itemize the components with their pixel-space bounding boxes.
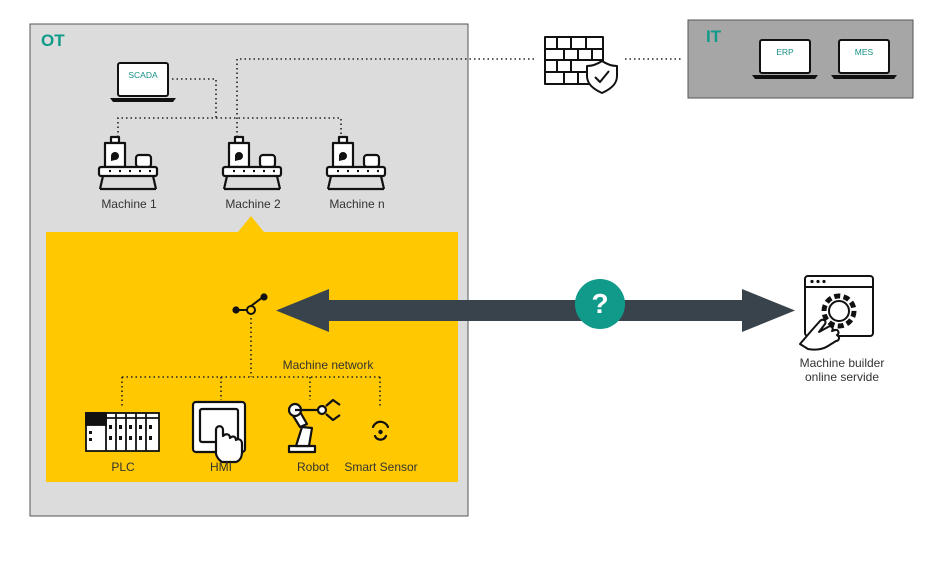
machine-2-icon	[221, 135, 283, 191]
machine-n-label: Machine n	[329, 197, 385, 211]
machine-2-label: Machine 2	[225, 197, 281, 211]
mes-label: MES	[854, 47, 874, 57]
scada-label: SCADA	[128, 70, 158, 80]
question-badge	[575, 279, 625, 329]
erp-label: ERP	[776, 47, 794, 57]
machine-1-label: Machine 1	[101, 197, 157, 211]
smart-sensor-label: Smart Sensor	[344, 460, 418, 474]
erp-laptop-icon	[752, 39, 818, 79]
machine-n-icon	[325, 135, 387, 191]
plc-icon	[85, 412, 160, 452]
pointing-hand-icon	[799, 318, 841, 351]
hmi-icon	[191, 400, 247, 464]
firewall-icon	[544, 36, 618, 94]
machine-1-icon	[97, 135, 159, 191]
service-window-icon	[799, 275, 874, 351]
robot-icon	[287, 398, 341, 454]
it-zone-title: IT	[706, 27, 722, 46]
machine-network-lines	[121, 318, 381, 408]
plc-label: PLC	[111, 460, 135, 474]
question-mark: ?	[591, 288, 609, 319]
ot-zone-title: OT	[41, 31, 65, 50]
service-label-line2: online servide	[804, 370, 880, 384]
mes-laptop-icon	[831, 39, 897, 79]
scada-laptop-icon	[110, 62, 176, 102]
smart-sensor-icon	[371, 420, 390, 441]
robot-label: Robot	[296, 460, 330, 474]
plant-network-lines	[117, 58, 683, 137]
machine-network-label: Machine network	[282, 358, 374, 372]
connection-arrow	[276, 289, 795, 332]
network-node-icon	[232, 293, 268, 315]
hmi-label: HMI	[210, 460, 232, 474]
service-label-line1: Machine builder	[799, 356, 885, 370]
